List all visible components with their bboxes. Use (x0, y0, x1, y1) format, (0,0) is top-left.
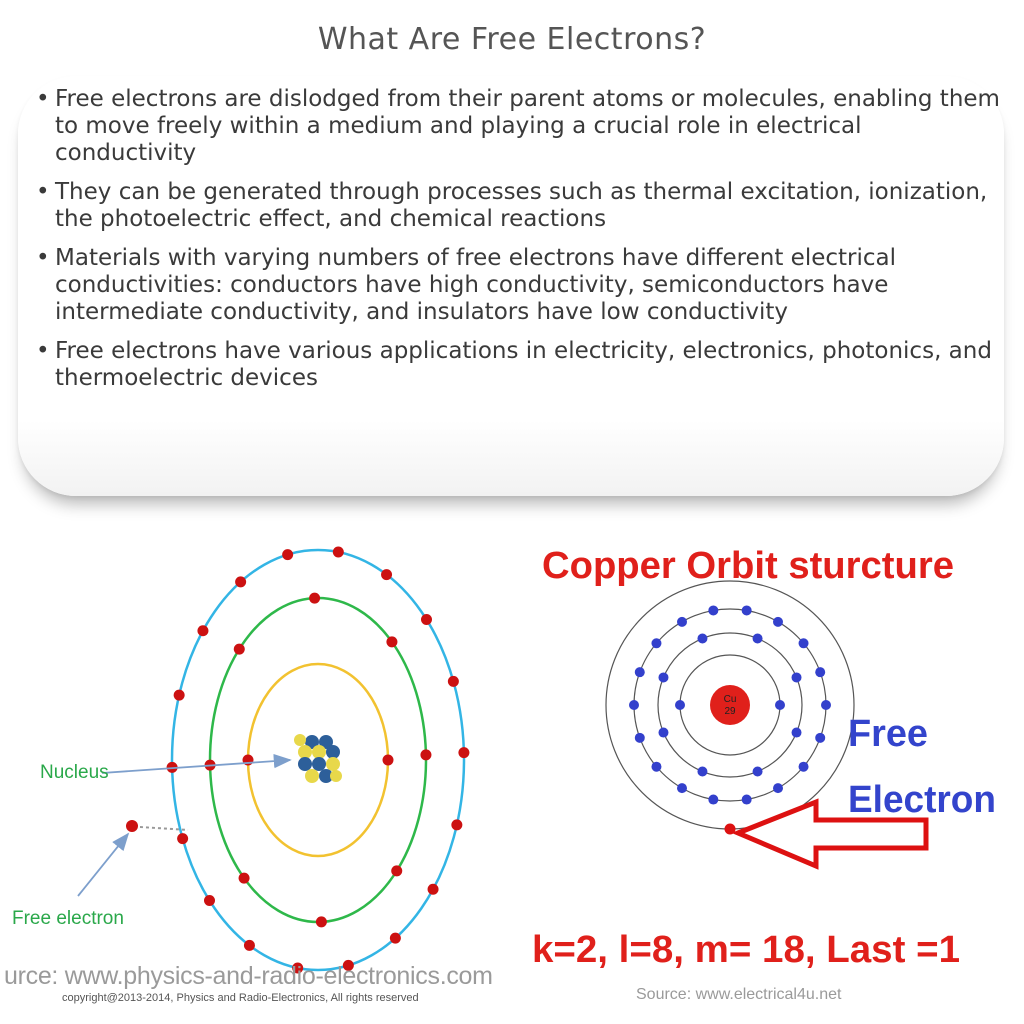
bullet-text: Free electrons are dislodged from their … (55, 86, 1000, 166)
bullet-text: They can be generated through processes … (55, 179, 988, 232)
free-electron-dot (724, 823, 736, 835)
copper-electron-dot (821, 700, 831, 710)
nucleus-icon (294, 734, 342, 783)
electron-dot (173, 689, 185, 701)
copper-electron-dot (708, 794, 719, 805)
copyright-left: copyright@2013-2014, Physics and Radio-E… (62, 992, 419, 1004)
electron-dot (420, 749, 432, 761)
bullet-item: •Free electrons are dislodged from their… (0, 86, 1010, 167)
bullet-item: •Materials with varying numbers of free … (0, 245, 1010, 326)
bullet-item: •They can be generated through processes… (0, 179, 1010, 233)
electron-dot (197, 625, 209, 637)
bullet-dot-icon: • (36, 179, 50, 205)
electron-dot (292, 962, 304, 974)
copper-electron-dot (651, 761, 662, 772)
electron-dot (282, 549, 294, 561)
free-electron-label: Free electron (12, 908, 124, 929)
bullet-dot-icon: • (36, 86, 50, 112)
bullet-dot-icon: • (36, 245, 50, 271)
electrons-group (166, 546, 470, 974)
copper-electron-dot (773, 616, 783, 627)
electron-dot (332, 546, 344, 558)
copper-diagram-title: Copper Orbit sturcture (542, 545, 954, 587)
bullet-list: •Free electrons are dislodged from their… (0, 86, 1010, 404)
copper-electron-dot (741, 794, 752, 805)
nucleus-symbol: Cu (724, 694, 737, 705)
electron-dot (427, 883, 439, 895)
source-right: Source: www.electrical4u.net (636, 986, 842, 1003)
free-electron-dot (126, 820, 138, 832)
shell-formula: k=2, l=8, m= 18, Last =1 (532, 929, 960, 970)
copper-electron-dot (791, 727, 802, 738)
free-electron-arrow-icon (731, 798, 929, 870)
copper-orbit-diagram: Copper Orbit sturcture Cu 29 Free Electr… (532, 545, 996, 970)
electron-dot (420, 613, 432, 625)
electron-dot (381, 569, 393, 581)
source-left: urce: www.physics-and-radio-electronics.… (4, 962, 493, 990)
free-label-line1: Free (848, 713, 928, 755)
copper-electron-dot (791, 672, 802, 683)
copper-electron-dot (651, 638, 662, 649)
copper-electron-dot (752, 633, 763, 644)
free-electron-trail (139, 826, 189, 831)
copper-electron-dot (752, 766, 763, 777)
copper-electron-dot (773, 783, 783, 794)
electron-dot (389, 932, 401, 944)
electron-dot (451, 819, 463, 831)
bullet-dot-icon: • (36, 338, 50, 364)
copper-electron-dot (634, 667, 645, 678)
copper-nucleus (710, 685, 750, 725)
nucleus-pointer-arrow (101, 753, 292, 774)
electron-dot (382, 754, 394, 766)
free-electron-pointer-arrow (77, 832, 130, 897)
free-label-line2: Electron (848, 779, 996, 821)
bullet-item: •Free electrons have various application… (0, 338, 1010, 392)
page-title: What Are Free Electrons? (317, 22, 707, 57)
copper-electron-dot (634, 732, 645, 743)
copper-electron-dot (741, 605, 752, 616)
copper-electron-dot (815, 732, 826, 743)
electron-dot (238, 872, 250, 884)
electron-dot (386, 636, 398, 648)
copper-electron-dot (658, 672, 669, 683)
copper-electron-dot (677, 616, 687, 627)
copper-electrons-group (629, 605, 831, 805)
electron-dot (235, 576, 247, 588)
electron-dot (177, 833, 189, 845)
nucleus-label: Nucleus (40, 762, 109, 783)
copper-electron-dot (629, 700, 639, 710)
copper-electron-dot (697, 766, 708, 777)
copper-electron-dot (798, 761, 809, 772)
copper-electron-dot (658, 727, 669, 738)
summary-card (18, 76, 1004, 496)
electron-dot (309, 592, 321, 604)
electron-dot (233, 643, 245, 655)
copper-electron-dot (677, 783, 687, 794)
copper-electron-dot (775, 700, 785, 710)
bullet-text: Free electrons have various applications… (55, 338, 992, 391)
atom-diagram: Nucleus Free electron (12, 546, 470, 974)
copper-electron-dot (708, 605, 719, 616)
electron-dot (447, 675, 459, 687)
electron-dot (391, 865, 403, 877)
bullet-text: Materials with varying numbers of free e… (55, 245, 897, 325)
copper-electron-dot (815, 667, 826, 678)
copper-electron-dot (675, 700, 685, 710)
copper-electron-dot (697, 633, 708, 644)
electron-dot (458, 747, 470, 759)
copper-electron-dot (798, 638, 809, 649)
electron-dot (315, 916, 327, 928)
electron-dot (342, 959, 354, 971)
electron-dot (243, 939, 255, 951)
electron-dot (204, 895, 216, 907)
shell-2 (657, 632, 803, 778)
outer-orbit (170, 548, 466, 972)
nucleus-number: 29 (724, 706, 736, 717)
